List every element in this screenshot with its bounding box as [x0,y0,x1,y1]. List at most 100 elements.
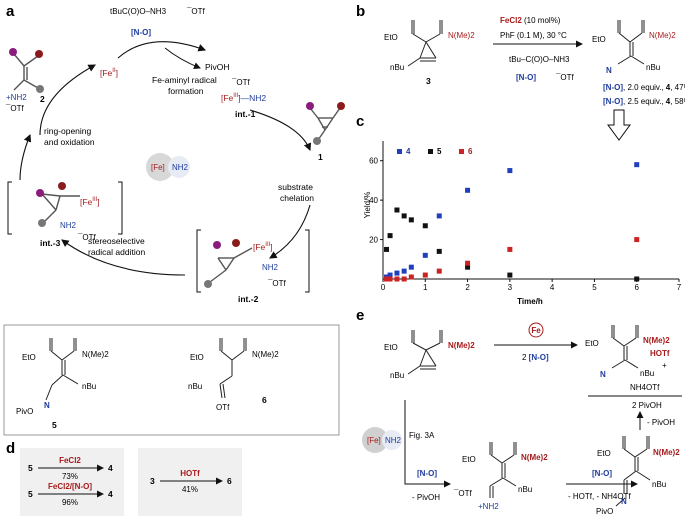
legend-label-5: 5 [437,147,442,156]
int2-nh2: NH2 [262,263,279,272]
int1-complex: [FeIII]—NH2 [221,93,266,103]
e-sm-structure [407,330,443,375]
x-tick-label-3: 3 [508,283,513,292]
compound-2-structure [13,53,39,91]
chart-xlabel: Time/h [517,297,543,306]
d-r3-from: 3 [150,476,155,486]
substrate-label-2: chelation [280,193,314,203]
formation-label-2: formation [168,86,204,96]
e-sm-nbu: nBu [390,371,404,380]
c2-gray-dot [36,85,44,93]
b-reagent-code: [N-O] [516,73,536,82]
int2-label: int.-2 [238,294,259,304]
e-nh4otf: NH4OTf [630,383,660,392]
red-dot [337,102,345,110]
d-r1-to: 4 [108,463,113,473]
data-point-6-1 [387,276,393,282]
c5-nme2: N(Me)2 [82,350,109,359]
d-box-1 [20,448,124,516]
d-box-2 [138,448,242,516]
legend-marker-5 [428,149,433,154]
int2-red-dot [232,239,240,247]
d-r3-reagent: HOTf [180,469,200,478]
int3-structure [41,193,80,223]
data-point-6-8 [507,246,513,252]
reagent-top-otf: ¯OTf [186,7,206,16]
d-r2-to: 4 [108,489,113,499]
hollow-down-arrow [607,109,631,141]
panel-d: d 5 FeCl2 73% 4 5 FeCl2/[N-O] 96% 4 3 HO… [6,440,242,516]
data-point-5-3 [401,213,407,219]
int3-otf: ¯OTf [77,233,97,242]
data-point-5-4 [408,217,414,223]
x-tick-label-7: 7 [677,283,682,292]
panel-a: a tBuC(O)O–NH3 ¯OTf [N-O] PivOH [FeII] F… [5,3,345,304]
radical-label-2: radical addition [88,247,145,257]
x-tick-label-4: 4 [550,283,555,292]
c2-red-dot [35,50,43,58]
reagent-top-formula: tBuC(O)O–NH3 [110,7,167,16]
panel-letter-c: c [356,113,364,130]
e-fe-label: [Fe] [367,436,381,445]
int2-otf: ¯OTf [267,279,287,288]
int3-purple-dot [36,189,44,197]
d-r1-yield: 73% [62,472,78,481]
panel-letter-d: d [6,440,15,457]
pivoh-label: PivOH [205,62,230,72]
c6-label: 6 [262,395,267,405]
x-tick-label-5: 5 [592,283,597,292]
data-point-6-0 [384,276,390,282]
panel-box-5-6: EtO N(Me)2 nBu PivO N 5 EtO N(Me)2 nBu O… [3,324,340,436]
e-nh2-sphere [382,430,402,450]
c4-eto: EtO [592,35,606,44]
box-frame [3,324,340,436]
e-down-reagent: [N-O] [417,469,437,478]
e-product-n: N [600,370,606,379]
c3-label: 3 [426,76,431,86]
legend-label-6: 6 [468,147,473,156]
e-mid-nbu: nBu [518,485,532,494]
e-oxime-nbu: nBu [652,480,666,489]
e-mid-structure [489,442,517,498]
data-point-5-2 [394,207,400,213]
ring-label-1: ring-opening [44,126,92,136]
c3-nbu: nBu [390,63,404,72]
data-point-5-5 [422,223,428,229]
formation-label-1: Fe-aminyl radical [152,75,217,85]
x-tick-label-2: 2 [465,283,470,292]
e-up-byproduct: - PivOH [647,418,675,427]
e-oxime-eto: EtO [597,449,611,458]
compound-1-label: 1 [318,152,323,162]
int3-label: int.-3 [40,238,61,248]
e-plus: + [662,361,667,370]
c5-nbu: nBu [82,382,96,391]
chart-ylabel: Yield/% [363,192,372,219]
compound-6-structure [219,338,247,399]
data-point-6-3 [401,276,407,282]
e-mid-otf: ¯OTf [453,489,473,498]
data-point-5-7 [465,264,471,270]
c4-n: N [606,66,612,75]
data-point-4-7 [465,187,471,193]
e-oxime-structure [615,436,651,507]
c3-eto: EtO [384,33,398,42]
substrate-label-1: substrate [278,182,313,192]
e-arrow-reagent: 2 [N-O] [522,353,549,362]
b-catalyst: FeCl2 (10 mol%) [500,16,561,25]
c3-nme2: N(Me)2 [448,31,475,40]
int2-fe: [FeIII] [253,242,273,252]
c2-otf: ¯OTf [5,104,25,113]
e-right-reagent: [N-O] [592,469,612,478]
int2-structure [209,247,253,283]
e-oxime-pivo: PivO [596,507,613,516]
c5-pivo: PivO [16,407,33,416]
data-point-4-2 [394,270,400,276]
int3-gray-dot [38,219,46,227]
compound-1-structure [309,107,341,141]
e-sm-nme2: N(Me)2 [448,341,475,350]
e-fig-ref: Fig. 3A [409,431,435,440]
data-point-5-9 [634,276,640,282]
